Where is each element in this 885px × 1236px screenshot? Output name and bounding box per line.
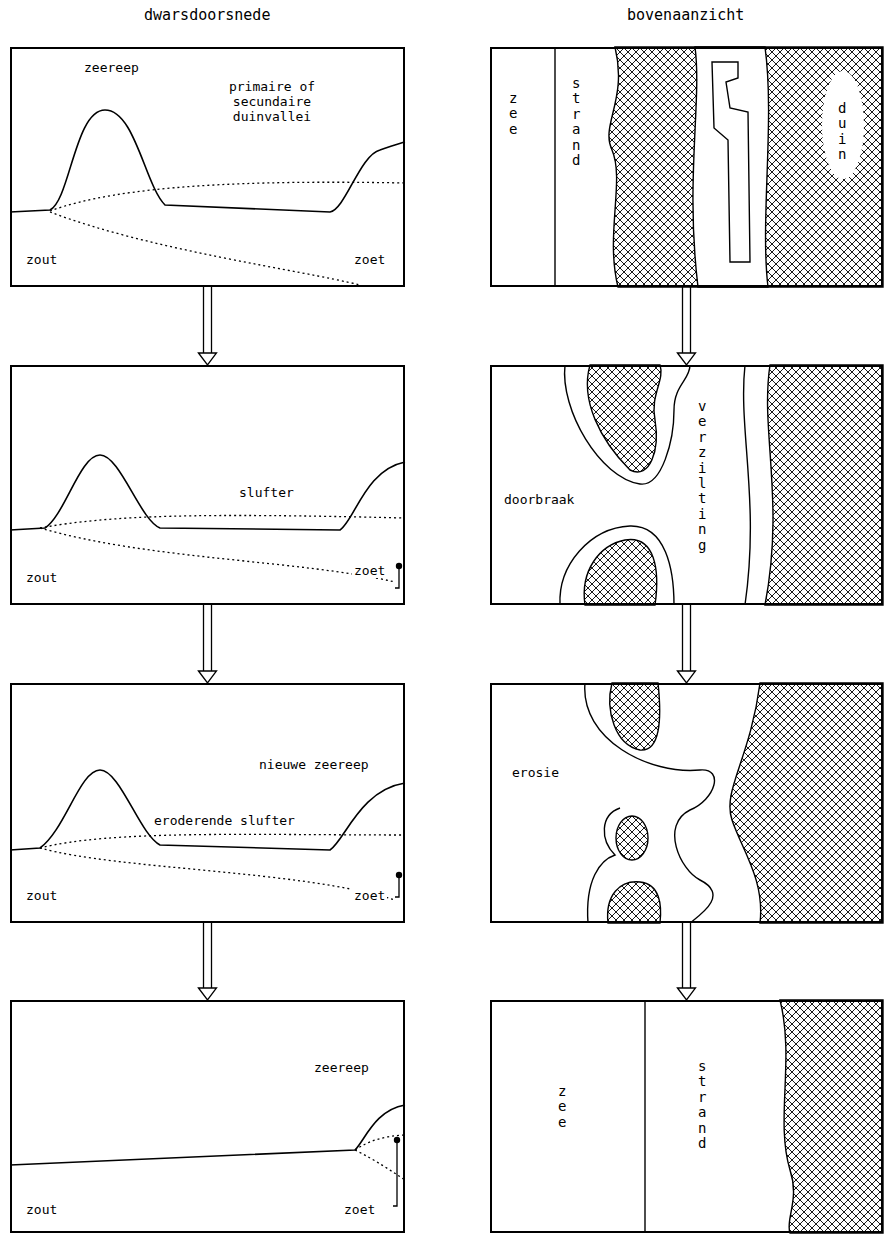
vertical-label: duin [836, 99, 848, 165]
panel-label: erosie [510, 765, 561, 780]
diagram-panel: zee strand [490, 1000, 883, 1233]
panel-label: zoet [352, 563, 387, 578]
vertical-label: zee [556, 1082, 568, 1132]
diagram-panel: nieuwe zeereep eroderende slufter zout zoet [10, 683, 405, 923]
column-heading: bovenaanzicht [627, 6, 744, 24]
panel-label: zeereep [82, 60, 141, 75]
panel-label: zout [24, 888, 59, 903]
panel-label: doorbraak [502, 492, 576, 507]
flow-arrow [678, 923, 696, 1000]
flow-arrow [199, 605, 217, 683]
diagram-panel: zee strand duin [490, 47, 883, 287]
panel-label: zoet [352, 888, 387, 903]
vertical-label: zee [507, 89, 519, 139]
flow-arrow [678, 605, 696, 683]
panel-label: slufter [237, 485, 296, 500]
panel-label: nieuwe zeereep [257, 757, 371, 772]
column-heading: dwarsdoorsnede [144, 6, 270, 24]
flow-arrow [199, 923, 217, 1000]
panel-label: zoet [342, 1202, 377, 1217]
vertical-label: strand [570, 74, 582, 170]
diagram-panel: doorbraak verzilting [490, 365, 883, 605]
diagram-panel: slufter zout zoet [10, 365, 405, 605]
panel-label: zout [24, 570, 59, 585]
panel-label: zeereep [312, 1060, 371, 1075]
diagram-panel: zeereep primaire of secundaire duinvallei… [10, 47, 405, 287]
panel-label: eroderende slufter [152, 813, 297, 828]
vertical-label: strand [696, 1057, 708, 1153]
flow-arrow [678, 287, 696, 365]
flow-arrow [199, 287, 217, 365]
panel-label: zout [24, 252, 59, 267]
diagram-panel: erosie [490, 683, 883, 923]
panel-label: primaire of secundaire duinvallei [212, 79, 332, 124]
panel-label: zoet [352, 252, 387, 267]
panel-label: zout [24, 1202, 59, 1217]
vertical-label: verzilting [696, 397, 708, 555]
diagram-panel: zeereep zout zoet [10, 1000, 405, 1233]
